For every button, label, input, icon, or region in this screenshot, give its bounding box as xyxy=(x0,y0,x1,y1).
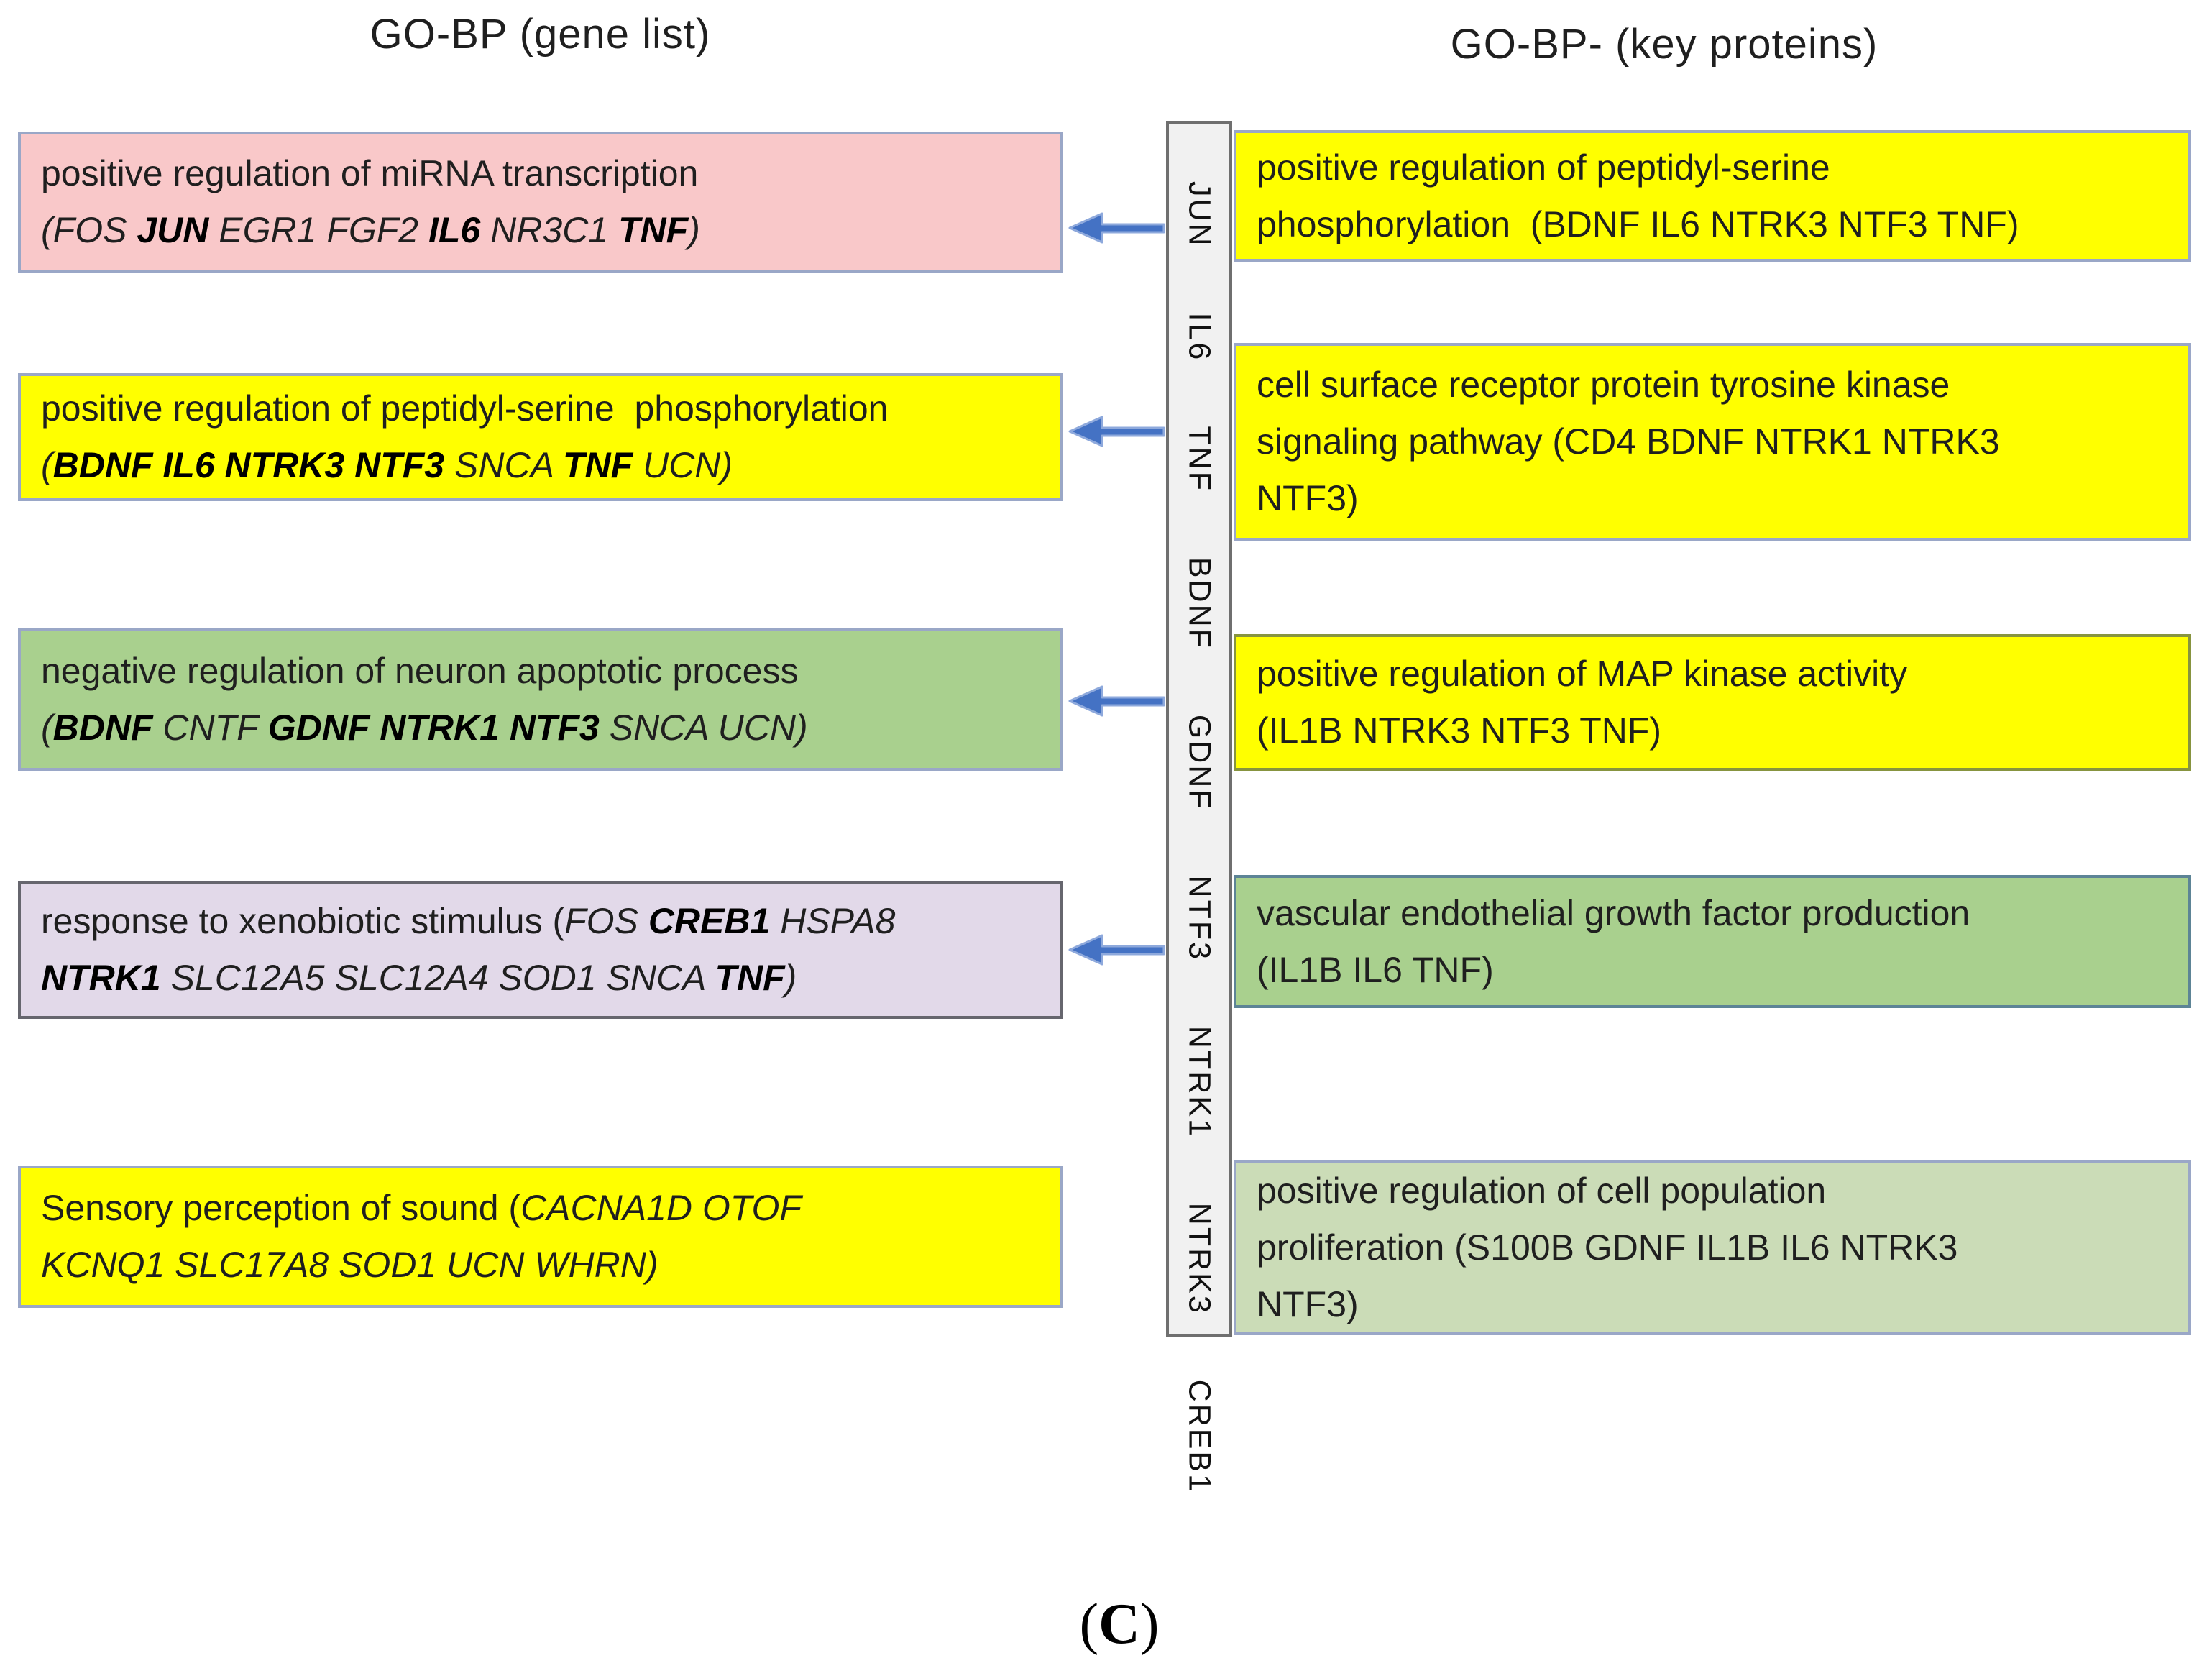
arrow-left-shape xyxy=(1068,685,1165,717)
box-mirna-transcription: positive regulation of miRNA transcripti… xyxy=(18,132,1063,273)
shared-genes-list: JUN IL6 TNF BDNF GDNF NTF3 NTRK1 NTRK3 C… xyxy=(1182,181,1217,1494)
box-peptidyl-serine-phosphorylation-genes: positive regulation of peptidyl-serine p… xyxy=(18,373,1063,501)
panel-label: (C) xyxy=(1011,1592,1227,1657)
arrow-left-shape xyxy=(1068,212,1165,244)
panel-label-open-paren: ( xyxy=(1079,1593,1099,1656)
left-column-header: GO-BP (gene list) xyxy=(370,11,711,58)
panel-label-letter: C xyxy=(1098,1593,1140,1656)
box-vegf-production: vascular endothelial growth factor produ… xyxy=(1234,875,2191,1008)
shared-genes-strip: JUN IL6 TNF BDNF GDNF NTF3 NTRK1 NTRK3 C… xyxy=(1166,121,1232,1494)
panel-label-close-paren: ) xyxy=(1139,1593,1160,1656)
box-neuron-apoptotic-process: negative regulation of neuron apoptotic … xyxy=(18,628,1063,771)
arrow-left-icon xyxy=(1068,212,1165,244)
right-column-header: GO-BP- (key proteins) xyxy=(1450,21,1878,68)
arrow-left-shape xyxy=(1068,416,1165,447)
box-xenobiotic-stimulus: response to xenobiotic stimulus (FOS CRE… xyxy=(18,881,1063,1019)
arrow-left-icon xyxy=(1068,934,1165,966)
box-map-kinase-activity: positive regulation of MAP kinase activi… xyxy=(1234,634,2191,771)
box-sensory-perception-sound: Sensory perception of sound (CACNA1D OTO… xyxy=(18,1166,1063,1308)
arrow-left-icon xyxy=(1068,685,1165,717)
arrow-left-icon xyxy=(1068,416,1165,447)
box-receptor-tyrosine-kinase-pathway: cell surface receptor protein tyrosine k… xyxy=(1234,343,2191,541)
arrow-left-shape xyxy=(1068,934,1165,966)
